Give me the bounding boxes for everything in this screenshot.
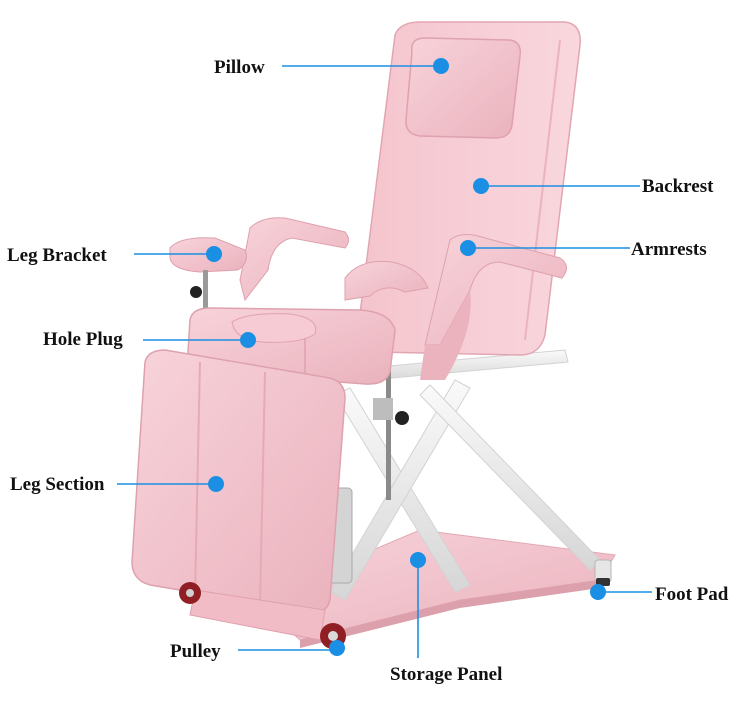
leg-section-shape xyxy=(131,349,346,614)
foot-pad-dot xyxy=(590,584,606,600)
label-armrests: Armrests xyxy=(631,239,707,260)
pillow-dot xyxy=(433,58,449,74)
leg-seam-2 xyxy=(259,371,266,606)
label-leg-bracket: Leg Bracket xyxy=(7,245,107,266)
label-backrest: Backrest xyxy=(642,176,714,197)
right-armrest xyxy=(424,234,567,346)
left-armrest xyxy=(239,217,349,302)
foot-pad-shape xyxy=(594,559,612,586)
label-leg-section: Leg Section xyxy=(10,474,105,495)
label-storage-panel: Storage Panel xyxy=(390,664,502,685)
leg-seam-1 xyxy=(194,361,201,596)
pillow-shape xyxy=(405,37,522,139)
left-bracket-knob xyxy=(190,286,202,298)
leg-section-dot xyxy=(208,476,224,492)
leg-bracket-dot xyxy=(206,246,222,262)
labels: Pillow Backrest Leg Bracket Armrests Hol… xyxy=(7,57,729,685)
label-hole-plug: Hole Plug xyxy=(43,329,123,350)
bracket-clamp xyxy=(373,398,393,420)
storage-panel-dot xyxy=(410,552,426,568)
storage-panel-edge xyxy=(300,580,600,648)
scissor-frame xyxy=(329,349,601,601)
leg-foot-panel xyxy=(189,589,326,641)
wheel-left xyxy=(179,582,201,604)
right-armrest-side xyxy=(420,290,471,380)
pulley-dot xyxy=(329,640,345,656)
adjust-knob-lower xyxy=(395,411,409,425)
armrests-dot xyxy=(460,240,476,256)
label-pulley: Pulley xyxy=(170,641,221,662)
left-bracket-rod xyxy=(203,270,208,310)
label-foot-pad: Foot Pad xyxy=(655,584,729,605)
chair-illustration xyxy=(131,21,616,649)
center-leg-bracket xyxy=(344,260,429,301)
label-pillow: Pillow xyxy=(214,57,265,78)
backrest-dot xyxy=(473,178,489,194)
backrest-seam xyxy=(524,39,561,341)
hole-plug-dot xyxy=(240,332,256,348)
pointer-lines xyxy=(117,58,652,658)
